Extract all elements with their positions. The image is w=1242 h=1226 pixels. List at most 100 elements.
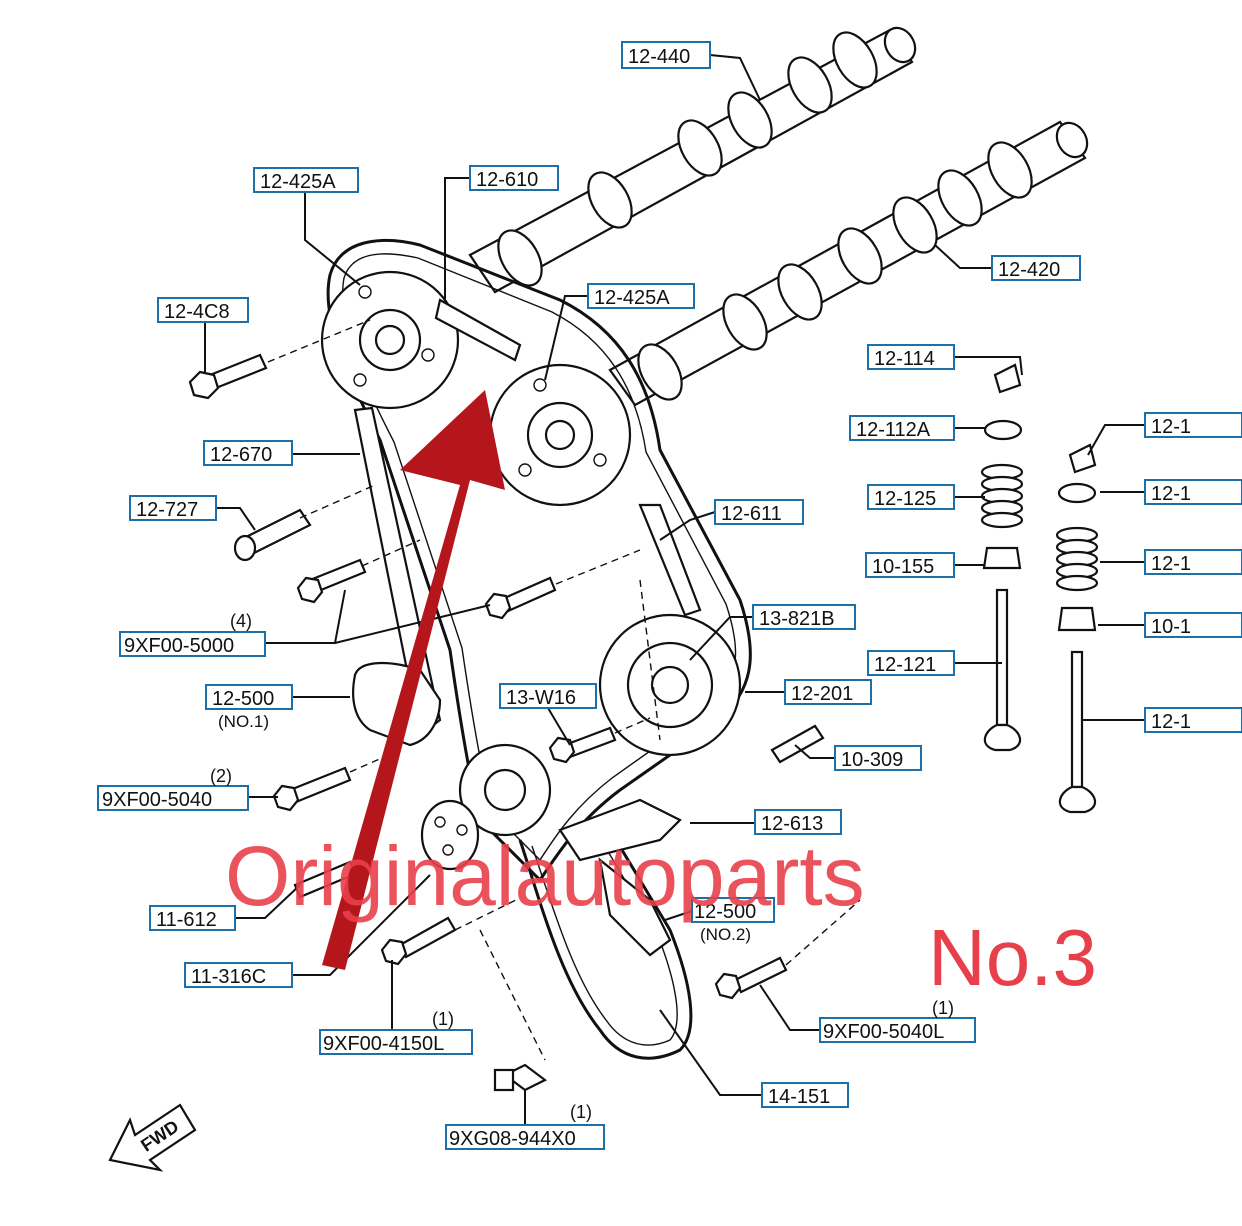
- callout-12-440[interactable]: 12-440: [621, 41, 711, 69]
- valve-train-exhaust: [1055, 443, 1099, 814]
- bolt-13-w16: [548, 726, 617, 764]
- callout-13-821b[interactable]: 13-821B: [752, 604, 856, 630]
- callout-text: 12-4C8: [164, 301, 230, 323]
- callout-text: 12-125: [874, 488, 936, 510]
- callout-text: 9XF00-5000: [124, 635, 234, 657]
- bolt-9xf00-5000-a: [296, 558, 367, 604]
- callout-text: 12-1: [1151, 553, 1191, 575]
- callout-text: 12-112A: [856, 419, 931, 441]
- callout-text: 10-1: [1151, 616, 1191, 638]
- callout-text: 12-670: [210, 444, 272, 466]
- phantom-lines: [267, 319, 861, 1061]
- callout-text: 12-500: [212, 688, 274, 710]
- callout-labels: 12-440 12-425A 12-610 12-425A 12-420 12-…: [97, 41, 1242, 1150]
- callout-text: 12-440: [628, 46, 690, 68]
- callout-text: 12-425A: [594, 287, 670, 309]
- bolt-pin-12-727: [233, 508, 312, 562]
- callout-text: 12-1: [1151, 483, 1191, 505]
- callout-11-612[interactable]: 11-612: [149, 905, 236, 931]
- callout-11-316c[interactable]: 11-316C: [184, 962, 293, 988]
- callout-12-121[interactable]: 12-121: [867, 650, 955, 676]
- item-number-tag: No.3: [928, 913, 1097, 1002]
- upper-chain-guide: [434, 298, 522, 362]
- callout-12-1-d[interactable]: 12-1: [1144, 707, 1242, 733]
- callout-text: 9XF00-4150L: [323, 1033, 444, 1055]
- callout-14-151[interactable]: 14-151: [761, 1082, 849, 1108]
- callout-12-611[interactable]: 12-611: [714, 499, 804, 525]
- callout-text: 12-425A: [260, 171, 336, 193]
- callout-12-112a[interactable]: 12-112A: [849, 415, 955, 441]
- callout-10-1[interactable]: 10-1: [1144, 612, 1242, 638]
- oil-pump-chain: [518, 829, 693, 1060]
- qty-9xf00-4150l: (1): [432, 1009, 454, 1029]
- callout-text: 14-151: [768, 1086, 830, 1108]
- callout-text: 12-727: [136, 499, 198, 521]
- callout-13-w16[interactable]: 13-W16: [499, 683, 597, 709]
- callout-text: 10-155: [872, 556, 934, 578]
- callout-12-500-no2[interactable]: 12-500: [691, 897, 775, 923]
- callout-9xf00-4150l[interactable]: 9XF00-4150L: [319, 1029, 473, 1055]
- pin-10-309: [770, 724, 825, 764]
- leader-lines: [204, 54, 1145, 1125]
- callout-12-500-no1[interactable]: 12-500: [205, 684, 293, 710]
- callout-12-114[interactable]: 12-114: [867, 344, 955, 370]
- callout-text: 12-611: [721, 503, 782, 525]
- callout-text: 12-1: [1151, 416, 1191, 438]
- callout-text: 12-613: [761, 813, 823, 835]
- callout-text: 9XG08-944X0: [449, 1128, 576, 1150]
- callout-text: 10-309: [841, 749, 903, 771]
- forward-direction-arrow: FWD: [108, 1103, 197, 1172]
- bolt-9xf00-4150l: [380, 916, 457, 966]
- callout-text: 9XF00-5040L: [823, 1021, 944, 1043]
- callout-text: 9XF00-5040: [102, 789, 212, 811]
- callout-12-1-c[interactable]: 12-1: [1144, 549, 1242, 575]
- intake-camshaft: [468, 26, 917, 294]
- oil-pump-sprocket: [598, 613, 742, 757]
- callout-text: 12-500: [694, 901, 756, 923]
- callout-9xg08-944x0[interactable]: 9XG08-944X0: [445, 1124, 605, 1150]
- callout-12-201[interactable]: 12-201: [784, 679, 872, 705]
- callout-text: 11-316C: [191, 966, 266, 988]
- callout-12-425a-right[interactable]: 12-425A: [587, 283, 695, 309]
- callout-text: 12-121: [874, 654, 936, 676]
- callout-12-727[interactable]: 12-727: [129, 495, 217, 521]
- callout-text: 12-201: [791, 683, 853, 705]
- callout-text: 12-114: [874, 348, 935, 370]
- callout-12-670[interactable]: 12-670: [203, 440, 293, 466]
- qty-9xf00-5000: (4): [230, 611, 252, 631]
- crankshaft-sprocket: [458, 743, 552, 837]
- callout-text: 13-W16: [506, 687, 576, 709]
- qty-9xg08-944x0: (1): [570, 1102, 592, 1122]
- qty-9xf00-5040: (2): [210, 766, 232, 786]
- callout-12-613[interactable]: 12-613: [754, 809, 842, 835]
- callout-12-1-a[interactable]: 12-1: [1144, 412, 1242, 438]
- callout-9xf00-5040l[interactable]: 9XF00-5040L: [819, 1017, 976, 1043]
- callout-9xf00-5000[interactable]: 9XF00-5000: [119, 631, 266, 657]
- bolt-9xf00-5040: [272, 766, 352, 812]
- valve-train-intake: [980, 363, 1024, 752]
- callout-12-425a-left[interactable]: 12-425A: [253, 167, 359, 193]
- chain-tensioner-no2: [558, 798, 682, 957]
- callout-12-610[interactable]: 12-610: [469, 165, 559, 191]
- callout-10-309[interactable]: 10-309: [834, 745, 922, 771]
- callout-text: 12-420: [998, 259, 1060, 281]
- callout-12-1-b[interactable]: 12-1: [1144, 479, 1242, 505]
- bolt-12-4c8: [188, 353, 268, 400]
- quantity-labels: (4) (2) (1) (1) (1) (NO.1) (NO.2): [210, 611, 954, 1122]
- callout-12-125[interactable]: 12-125: [867, 484, 955, 510]
- callout-10-155[interactable]: 10-155: [865, 552, 955, 578]
- callout-text: 13-821B: [759, 608, 835, 630]
- chain-tensioner-no1: [352, 661, 442, 747]
- callout-9xf00-5040[interactable]: 9XF00-5040: [97, 785, 249, 811]
- plug-9xg08-944x0: [493, 1063, 548, 1092]
- bolt-9xf00-5000-b: [484, 576, 557, 620]
- callout-12-4c8[interactable]: 12-4C8: [157, 297, 249, 323]
- callout-12-420[interactable]: 12-420: [991, 255, 1081, 281]
- callout-text: 12-1: [1151, 711, 1191, 733]
- crank-pulley-boss-11-316c: [420, 799, 480, 871]
- exhaust-cam-sprocket: [488, 363, 632, 507]
- red-highlight-arrow: [322, 390, 505, 970]
- intake-cam-sprocket: [320, 270, 460, 410]
